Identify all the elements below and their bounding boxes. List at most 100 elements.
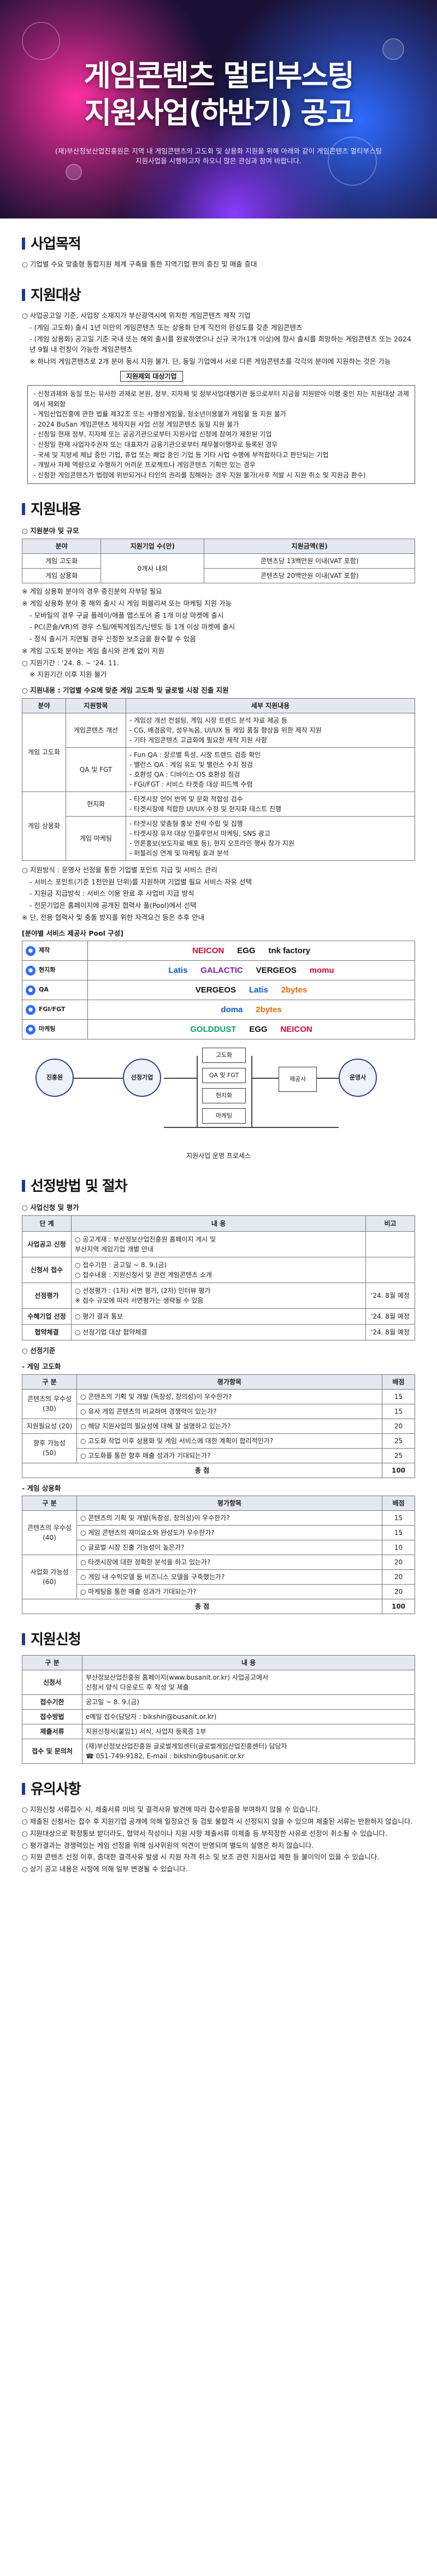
table-cell: 콘텐츠의 우수성 (30) [22,1389,77,1419]
partner-table: ●제작 NEICON EGG tnk factory ●현지화 Latis GA… [22,941,415,1040]
table-cell: 15 [382,1389,415,1404]
partner-logo: tnk factory [268,946,311,955]
table-header: 배점 [382,1374,415,1390]
table-cell: ○ 마케팅을 통한 매출 성과가 기대되는가? [76,1584,382,1600]
table-cell: QA 및 FGT [66,747,126,792]
partner-logo: GALACTIC [200,965,243,975]
table-cell: 접수기한 [22,1694,82,1710]
stage-cell: 신청서 접수 [22,1257,72,1284]
table-cell: ○ 콘텐츠의 기획 및 개발 (독창성, 창의성)이 우수한가? [76,1389,382,1404]
footer-space [0,1876,437,1893]
notice-line: ○ 상기 공고 내용은 사정에 의해 일부 변경될 수 있습니다. [22,1865,188,1874]
content-section: 지원내용 ○ 지원분야 및 규모 분야 지원기업 수(안) 지원금액(원) 게임… [0,499,437,1161]
table-cell: 사업화 가능성 (60) [22,1555,77,1600]
table-cell: 게임 상용화 [22,791,66,861]
table-row: 사업화 가능성 (60) ○ 타겟시장에 대한 정확한 분석을 하고 있는가? … [22,1555,415,1600]
target-line: ○ 사업공고일 기준, 사업장 소재지가 부산광역시에 위치한 게임콘텐츠 제작… [22,311,251,320]
partner-logo: GOLDDUST [190,1024,237,1034]
apply-section: 지원신청 구 분 내 용 신청서 부산정보산업진흥원 홈페이지(www.busa… [0,1629,437,1764]
table-cell: - 타겟시장 맞춤형 홍보 전략 수립 및 집행 - 타겟시장 유저 대상 인플… [126,816,415,861]
target-line: - (게임 상용화) 공고일 기준 국내 또는 해외 출시를 완료하였으나 신규… [29,335,411,353]
table-cell: e메일 접수(담당자 : bikshin@busanit.or.kr) [82,1709,415,1725]
table-cell [365,1257,415,1284]
partner-category: ●제작 [22,941,88,961]
table-header: 단 계 [22,1215,72,1232]
com-heading: - 게임 상용화 [22,1484,61,1492]
partner-logo: Latis [168,965,188,975]
table-row: 게임 고도화 게임콘텐츠 개선 - 게임성 개선 컨설팅, 게임 시장 트렌드 … [22,712,415,792]
total-label: 총 점 [22,1599,382,1615]
partner-logo: EGG [249,1024,268,1034]
service-box: 고도화 [202,1048,246,1064]
service-box: 현지화 [202,1088,246,1104]
table-cell: 콘텐츠당 20백만원 이내(VAT 포함) [204,568,415,584]
stage-cell: 협약체결 [22,1324,72,1341]
table-cell: 공고일 ~ 8. 9.(금) [82,1694,415,1710]
connector [74,1078,123,1079]
table-cell: ○ 콘텐츠의 기획 및 개발(독창성, 창의성)이 우수한가? [76,1510,382,1526]
table-header: 지원기업 수(안) [101,539,205,554]
table-header: 내 용 [82,1655,415,1671]
target-section: 지원대상 ○ 사업공고일 기준, 사업장 소재지가 부산광역시에 위치한 게임콘… [0,285,437,485]
table-cell: ○ 유사 게임 콘텐츠의 비교하여 경쟁력이 있는가? [76,1403,382,1419]
table-header: 평가항목 [76,1374,382,1390]
criteria-heading: ○ 선정기준 [22,1346,56,1355]
table-row: 신청서 접수 ○ 접수기한 : 공고일 ~ 8. 9.(금) ○ 접수내용 : … [22,1257,415,1284]
note-line: ○ 지원기간 : '24. 8. ~ '24. 11. [22,658,119,667]
ring-decoration [22,22,60,60]
table-cell: ○ 고도화를 통한 향후 매출 성과가 기대되는가? [76,1447,382,1463]
process-section: 선정방법 및 절차 ○ 사업신청 및 평가 단 계 내 용 비고 사업공고 신청… [0,1176,437,1615]
partner-logos: doma 2bytes [87,1000,415,1020]
table-header: 지원항목 [66,698,126,713]
method-line: - 서비스 포인트(기준 1천만원 단위)를 지원하며 기업별 필요 서비스 자… [29,877,252,886]
table-header: 분야 [21,539,102,554]
exclusion-box-title: 지원제외 대상기업 [120,370,183,382]
table-header: 구 분 [22,1496,77,1511]
detail-table: 분야 지원항목 세부 지원내용 게임 고도화 게임콘텐츠 개선 - 게임성 개선… [22,698,415,861]
connector [164,1078,197,1079]
process-diagram: 진흥원 선정기업 고도화 QA 및 FGT 현지화 마케팅 제공사 운영사 [33,1045,404,1149]
exclusion-line: - 신청과제와 동일 또는 유사한 과제로 본원, 정부, 지자체 및 정부사업… [33,390,409,408]
table-row: 게임 상용화 콘텐츠당 20백만원 이내(VAT 포함) [21,568,415,584]
target-line: - (게임 고도화) 출시 1년 미만의 게임콘텐츠 또는 상용화 단계 직전의… [29,323,303,332]
table-cell: 향후 가능성 (50) [22,1433,77,1463]
table-cell: ○ 접수기한 : 공고일 ~ 8. 9.(금) ○ 접수내용 : 지원신청서 및… [71,1257,366,1284]
partner-logo: VERGEOS [195,985,236,995]
table-row: ●제작 NEICON EGG tnk factory [22,941,415,961]
table-cell: (재)부산정보산업진흥원 글로벌게임센터(글로벌게임산업진흥센터) 담당자 ☎ … [82,1739,415,1764]
table-header: 지원금액(원) [204,539,415,554]
table-row: 총 점 100 [22,1599,415,1615]
ring-decoration [328,137,377,186]
adv-heading: - 게임 고도화 [22,1362,61,1370]
purpose-section: 사업목적 ○ 기업별 수요 맞춤형 통합지원 체계 구축을 통한 지역기업 편의… [0,234,437,270]
detail-heading: ○ 지원내용 : 기업별 수요에 맞춘 게임 고도화 및 글로벌 시장 진출 지… [22,686,229,695]
exclusion-line: - 신청일 현재 정부, 지자체 또는 공공기관으로부터 지원사업 신청에 참여… [33,430,272,439]
table-row: ●FGI/FGT doma 2bytes [22,1000,415,1020]
partner-category: ●QA [22,980,88,1001]
table-row: 총 점 100 [22,1462,415,1478]
table-cell: - 타겟시장 언어 번역 및 문화 적합성 검수 - 타겟시장에 적합한 UI/… [126,791,415,817]
table-row: 향후 가능성 (50) ○ 고도화 작업 이후 상용화 및 게임 서비스에 대한… [22,1433,415,1463]
partner-logos: VERGEOS Latis 2bytes [87,980,415,1001]
table-row: ●QA VERGEOS Latis 2bytes [22,980,415,1001]
table-row: 콘텐츠의 우수성 (30) ○ 콘텐츠의 기획 및 개발 (독창성, 창의성)이… [22,1389,415,1419]
table-row: 접수기한 공고일 ~ 8. 9.(금) [22,1694,415,1710]
table-cell: ○ 고도화 작업 이후 상용화 및 게임 서비스에 대한 계획이 합리적인가? [76,1433,382,1449]
hero-title-line2: 지원사업(하반기) 공고 [84,96,353,130]
total-value: 100 [382,1599,415,1615]
table-cell: 25 [382,1433,415,1449]
table-cell: 게임 상용화 [21,568,102,584]
node-operator: 운영사 [339,1059,377,1097]
table-row: 협약체결 ○ 선정기업 대상 협약체결 '24. 8월 예정 [22,1324,415,1341]
table-cell: 10 [382,1540,415,1556]
partner-logo: momu [309,965,334,975]
table-row: ○ 유사 게임 콘텐츠의 비교하여 경쟁력이 있는가? 15 [22,1403,415,1419]
connector [251,1056,252,1127]
method-line: ※ 단, 전용 협력사 및 충돌 방지를 위한 자격요건 등은 추후 안내 [22,913,205,921]
stage-cell: 수혜기업 선정 [22,1308,72,1325]
notice-line: ○ 지원대상으로 확정통보 받더라도, 협약서 작성이나 지원 사항 제출서류 … [22,1829,387,1838]
criteria-table-commercial: 구 분 평가항목 배점 콘텐츠의 우수성 (40) ○ 콘텐츠의 기획 및 개발… [22,1496,415,1615]
table-header: 비고 [365,1215,415,1232]
table-cell: ○ 타겟시장에 대한 정확한 분석을 하고 있는가? [76,1555,382,1570]
table-cell: ○ 평가 결과 통보 [71,1308,366,1325]
